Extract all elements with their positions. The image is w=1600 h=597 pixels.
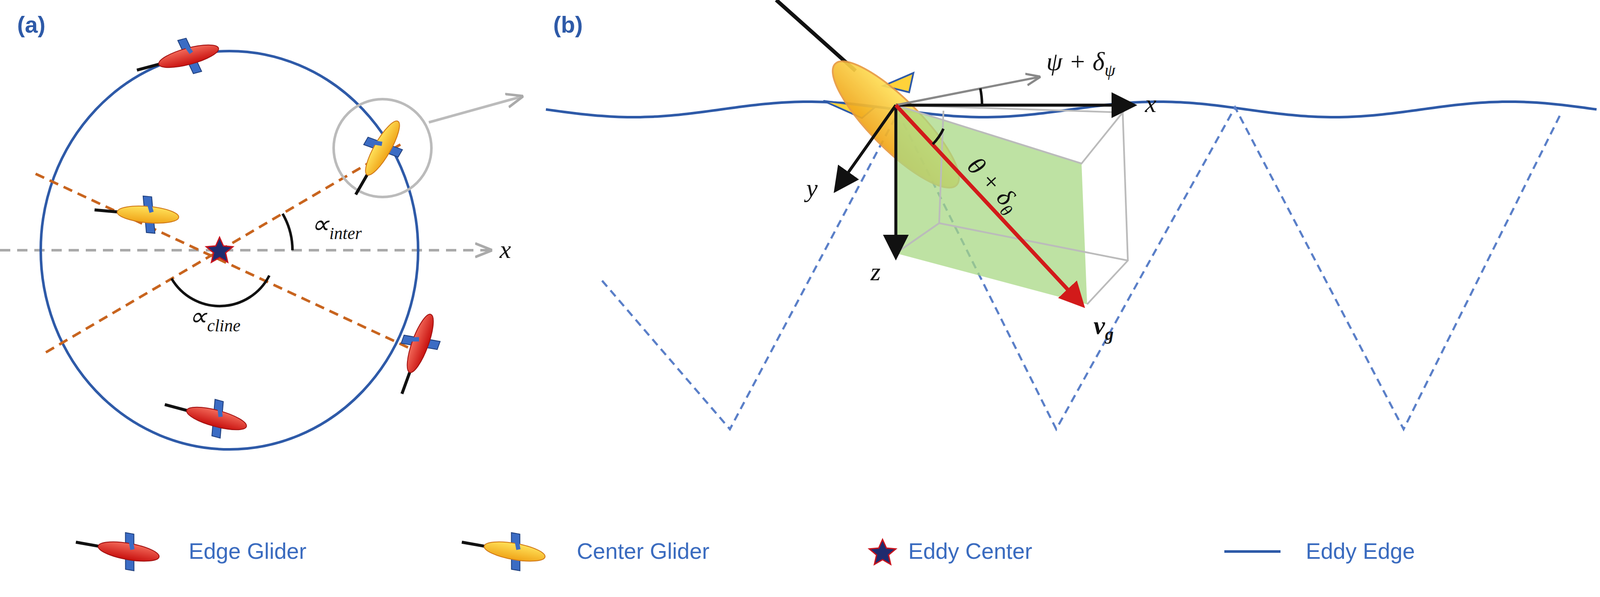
math-label: z: [870, 257, 881, 286]
label-text: (a): [17, 11, 46, 38]
math-label: y: [806, 173, 818, 202]
label-text: z: [870, 257, 881, 286]
label-text: (b): [553, 11, 583, 38]
panel-b: [545, 0, 1597, 429]
legend-text: Edge Glider: [188, 538, 307, 564]
label-text: ψ: [1104, 60, 1116, 80]
math-label: x: [499, 235, 512, 264]
math-label: ∝inter: [310, 210, 362, 243]
math-label: vg: [1093, 310, 1114, 344]
legend-text: Eddy Edge: [1305, 538, 1415, 564]
label-text: ∝: [310, 210, 330, 239]
label-text: g: [1105, 324, 1114, 344]
panel-letter: (b): [553, 12, 583, 38]
panel-letter: (a): [17, 12, 46, 38]
label-text: x: [499, 235, 512, 264]
math-label: ∝cline: [188, 302, 241, 335]
label-text: cline: [207, 315, 241, 335]
label-text: v: [1093, 310, 1106, 340]
legend-text: Center Glider: [576, 538, 710, 564]
math-label: x: [1145, 89, 1157, 118]
label-text: ψ + δ: [1046, 47, 1105, 76]
legend-text: Eddy Center: [908, 538, 1033, 564]
label-text: y: [806, 173, 818, 202]
label-text: inter: [329, 223, 362, 243]
legend-samples: [72, 524, 1281, 575]
math-label: ψ + δψ: [1046, 47, 1116, 80]
label-text: x: [1145, 89, 1157, 118]
panel-a: [0, 30, 521, 449]
label-text: ∝: [188, 302, 208, 331]
